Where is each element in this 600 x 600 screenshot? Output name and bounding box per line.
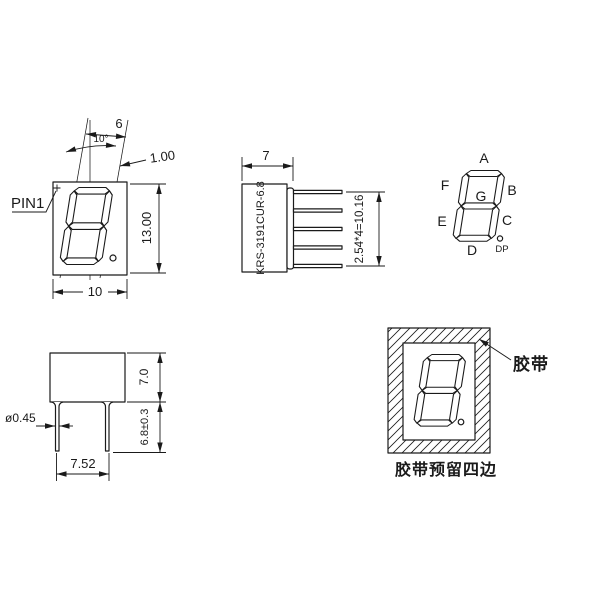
side-body-outline <box>241 183 288 273</box>
front-view: PIN1 6 10° 1.00 13.00 10 <box>11 116 176 299</box>
segment-label-a: A <box>479 150 489 166</box>
front-dp-circle <box>109 254 117 262</box>
segment-label-b: B <box>507 182 516 198</box>
segment-map-digit <box>451 169 506 242</box>
bottom-pin-right <box>101 401 114 452</box>
pin-length-label: 6.8±0.3 <box>139 409 151 446</box>
bottom-body-outline <box>49 352 126 403</box>
side-pin-collar <box>286 187 295 270</box>
body-depth-label: 7 <box>262 148 269 163</box>
tape-label: 胶带 <box>513 354 549 374</box>
side-pins <box>292 189 343 269</box>
pin-pitch-label: 2.54*4=10.16 <box>354 195 366 264</box>
segment-width-leader <box>119 159 147 167</box>
segment-width-label: 1.00 <box>149 147 176 165</box>
segment-label-e: E <box>437 213 446 229</box>
segment-labels: A F B G E C D DP <box>437 150 516 258</box>
bottom-pin-left <box>51 401 64 452</box>
pin <box>292 245 343 250</box>
tape-view-dp-circle <box>457 418 465 426</box>
side-view: KRS-3191CUR-6.8 7 2.54*4=10.16 <box>241 148 385 275</box>
tape-outer-outline <box>387 327 491 454</box>
segment-map-dp-circle <box>496 235 504 242</box>
body-height-label: 7.0 <box>137 368 151 385</box>
part-number-label: KRS-3191CUR-6.8 <box>255 181 267 275</box>
body-width-label: 10 <box>88 284 102 299</box>
pin-diameter-label: ø0.45 <box>5 411 36 425</box>
pin1-marker-cross <box>53 184 61 192</box>
pin <box>292 226 343 232</box>
tilt-angle-label: 10° <box>93 134 108 145</box>
width-label-mask <box>83 284 108 299</box>
pin <box>292 263 343 269</box>
pin-span-label: 7.52 <box>70 456 95 471</box>
pin1-leader-line <box>12 190 57 213</box>
pin <box>292 189 343 195</box>
body-height-label: 13.00 <box>139 212 154 245</box>
segment-label-c: C <box>502 212 512 228</box>
tape-leader-line <box>478 338 512 361</box>
tape-inner-window <box>402 342 476 441</box>
segment-label-d: D <box>467 242 477 258</box>
pin <box>292 208 343 213</box>
segment-map-view: A F B G E C D DP <box>437 150 516 258</box>
segment-label-f: F <box>441 177 450 193</box>
tape-caption: 胶带预留四边 <box>395 460 497 479</box>
digit-width-label: 6 <box>115 116 122 131</box>
bottom-view: ø0.45 7.0 6.8±0.3 7.52 <box>5 352 166 481</box>
digit-width-dim-line <box>85 132 127 139</box>
pin1-label: PIN1 <box>11 195 44 212</box>
segment-label-g: G <box>476 188 487 204</box>
tilt-angle-arc <box>65 142 117 153</box>
segment-label-dp: DP <box>495 244 508 255</box>
tape-view: 胶带 胶带预留四边 <box>387 327 549 479</box>
